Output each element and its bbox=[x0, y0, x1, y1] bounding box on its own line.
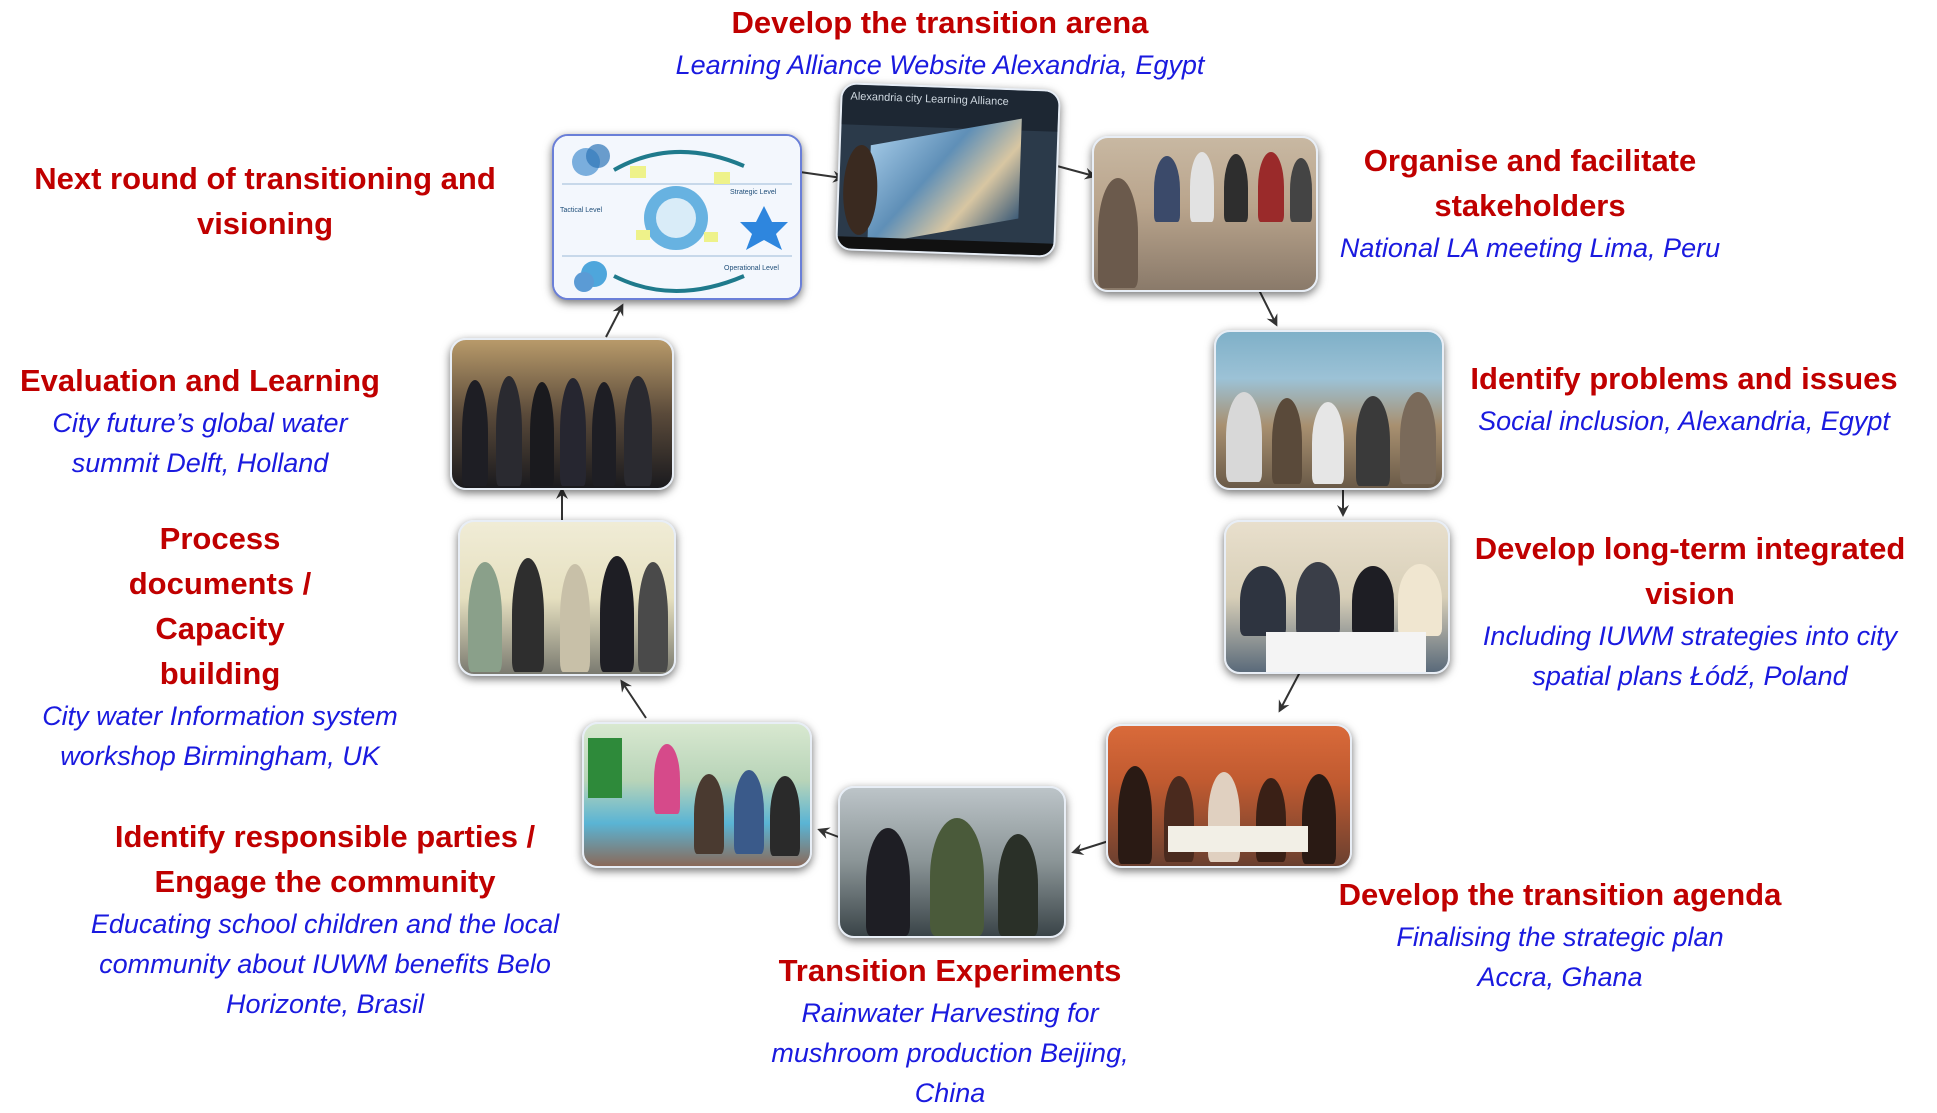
website-banner bbox=[867, 118, 1022, 246]
step-title: Evaluation and Learning bbox=[20, 363, 380, 398]
step-organise-stakeholders: Organise and facilitate stakeholders Nat… bbox=[1310, 138, 1750, 268]
step-title: Identify responsible parties / Engage th… bbox=[114, 819, 536, 899]
step-subtitle: City future’s global water summit Delft,… bbox=[52, 408, 348, 478]
website-title: Alexandria city Learning Alliance bbox=[850, 90, 1009, 109]
step-long-term-vision: Develop long-term integrated vision Incl… bbox=[1450, 526, 1930, 696]
step-subtitle: Educating school children and the local … bbox=[90, 909, 560, 1019]
step-title: Transition Experiments bbox=[778, 953, 1122, 988]
step-title: Organise and facilitate stakeholders bbox=[1363, 143, 1697, 223]
step-subtitle: Rainwater Harvesting for mushroom produc… bbox=[771, 998, 1129, 1108]
diagram-graphic: Strategic Level Tactical Level Operation… bbox=[554, 136, 800, 298]
step-title: Process documents / Capacity building bbox=[128, 521, 312, 691]
arrow-next-to-arena bbox=[799, 170, 845, 183]
step-subtitle: National LA meeting Lima, Peru bbox=[1339, 233, 1721, 263]
step-subtitle: Including IUWM strategies into city spat… bbox=[1482, 621, 1898, 691]
photo-learning-alliance-website: Alexandria city Learning Alliance bbox=[835, 82, 1061, 258]
diagram-label-tactical: Tactical Level bbox=[560, 207, 602, 214]
arrow-agenda-to-experiments bbox=[1071, 839, 1113, 856]
step-subtitle: Finalising the strategic plan Accra, Gha… bbox=[1396, 922, 1724, 992]
banner-board bbox=[588, 738, 622, 798]
photo-beijing-rainwater bbox=[838, 786, 1066, 938]
step-subtitle: City water Information system workshop B… bbox=[42, 701, 398, 771]
step-develop-arena: Develop the transition arena Learning Al… bbox=[600, 0, 1280, 85]
photo-accra-workshop bbox=[1106, 724, 1352, 868]
arrow-arena-to-organise bbox=[1056, 165, 1097, 180]
diagram-label-strategic: Strategic Level bbox=[730, 189, 777, 196]
transition-cycle-diagram: Strategic Level Tactical Level Operation… bbox=[552, 134, 802, 300]
photo-belo-horizonte-school bbox=[582, 722, 812, 868]
arrow-community-to-process bbox=[620, 679, 647, 719]
photo-lima-meeting bbox=[1092, 136, 1318, 292]
step-title: Develop the transition agenda bbox=[1338, 877, 1782, 912]
step-title: Identify problems and issues bbox=[1470, 361, 1898, 396]
arrow-evaluation-to-next bbox=[605, 303, 624, 338]
step-process-documents: Process documents / Capacity building Ci… bbox=[0, 516, 440, 776]
website-header: Alexandria city Learning Alliance bbox=[841, 84, 1059, 132]
step-identify-problems: Identify problems and issues Social incl… bbox=[1444, 356, 1924, 441]
table-paper bbox=[1266, 632, 1426, 672]
step-subtitle: Social inclusion, Alexandria, Egypt bbox=[1478, 406, 1890, 436]
step-next-round: Next round of transitioning and visionin… bbox=[0, 156, 530, 246]
photo-alexandria-social-inclusion bbox=[1214, 330, 1444, 490]
photo-birmingham-workshop bbox=[458, 520, 676, 676]
arrow-vision-to-agenda bbox=[1278, 671, 1301, 713]
photo-lodz-meeting bbox=[1224, 520, 1450, 674]
step-transition-agenda: Develop the transition agenda Finalising… bbox=[1300, 872, 1820, 997]
step-title: Next round of transitioning and visionin… bbox=[34, 161, 496, 241]
diagram-label-operational: Operational Level bbox=[724, 265, 779, 272]
step-title: Develop long-term integrated vision bbox=[1474, 531, 1906, 611]
step-engage-community: Identify responsible parties / Engage th… bbox=[60, 814, 590, 1024]
photo-delft-summit bbox=[450, 338, 674, 490]
step-evaluation-learning: Evaluation and Learning City future’s gl… bbox=[0, 358, 400, 483]
step-title: Develop the transition arena bbox=[731, 5, 1149, 40]
table-papers bbox=[1168, 826, 1308, 852]
step-transition-experiments: Transition Experiments Rainwater Harvest… bbox=[700, 948, 1200, 1113]
step-subtitle: Learning Alliance Website Alexandria, Eg… bbox=[675, 50, 1205, 80]
